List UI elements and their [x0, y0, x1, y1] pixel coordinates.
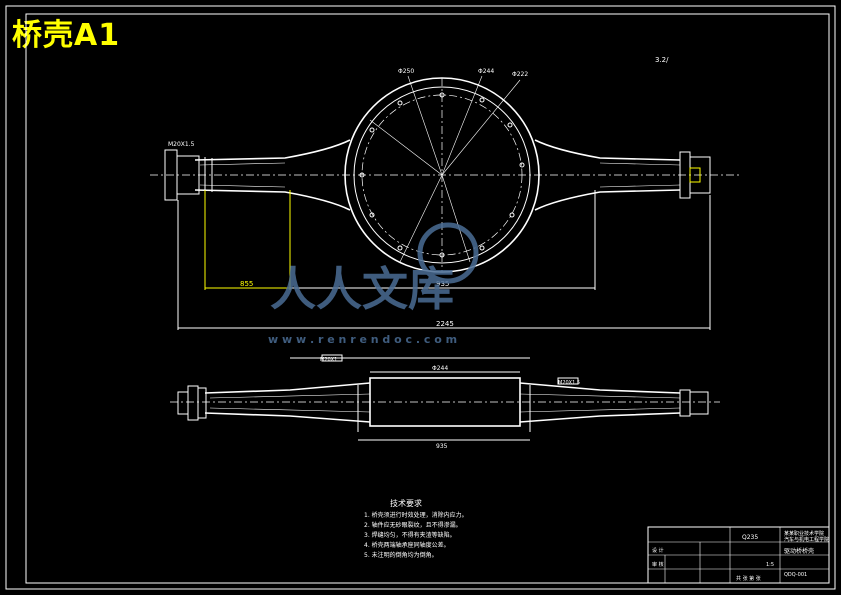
radial-line: [369, 119, 443, 176]
tech-requirements: 技术要求 1. 桥壳须进行时效处理，消除内应力。 2. 轴件应无砂眼裂纹，且不得…: [364, 498, 468, 559]
front-right-end: [689, 391, 709, 415]
inner-border: [25, 13, 830, 584]
title-block: Q235 某某职业技术学院 汽车与机电工程学院 驱动桥桥壳 QDQ-001 1:…: [647, 526, 830, 584]
dim-2245: 2245: [436, 320, 454, 328]
rect-width-dim: Φ244: [432, 365, 448, 372]
tech-item: 1. 桥壳须进行时效处理，消除内应力。: [364, 511, 468, 519]
part-name: 驱动桥桥壳: [784, 547, 814, 555]
school-line1: 某某职业技术学院: [784, 530, 824, 537]
dim-855: 855: [240, 280, 253, 288]
left-bearing-seat: [176, 155, 200, 195]
right-highlight: [689, 167, 701, 183]
scale: 1:5: [766, 562, 774, 568]
tech-item: 4. 桥壳两端轴承座同轴度公差。: [364, 541, 450, 549]
left-flange-label: M20X1.5: [168, 141, 195, 148]
top-view: 855 935 2245 Φ250 Φ244 Φ222 M20X1.5 3.2/: [150, 56, 740, 330]
radial-line: [407, 75, 443, 176]
tech-item: 5. 未注明的倒角均为倒角。: [364, 551, 438, 559]
tech-heading: 技术要求: [390, 498, 422, 508]
right-lower-label: M20X1.5: [558, 380, 580, 386]
radial-line: [441, 75, 483, 176]
scale-note: 3.2/: [655, 56, 669, 64]
bolt-holes: [359, 92, 525, 258]
radial-line: [441, 174, 471, 263]
tech-item: 2. 轴件应无砂眼裂纹，且不得渗漏。: [364, 521, 462, 529]
dim-d2: Φ244: [478, 68, 494, 75]
right-arm-upper: [534, 139, 681, 161]
radial-line: [441, 79, 521, 176]
tech-item: 3. 焊缝均匀，不得有夹渣等缺陷。: [364, 531, 456, 539]
bolt-circle: [361, 94, 523, 256]
rect-bottom-dim: 935: [436, 443, 448, 450]
designer: 设 计: [652, 547, 664, 554]
drawing-no: QDQ-001: [784, 572, 807, 578]
page-title: 桥壳A1: [12, 18, 121, 53]
watermark-url: w w w . r e n r e n d o c . c o m: [268, 333, 457, 346]
dim-d3: Φ222: [512, 71, 528, 78]
watermark-brand: 人人文库: [270, 262, 454, 316]
outer-border: [5, 5, 836, 590]
dim-d1: Φ250: [398, 68, 414, 75]
front-left-end: [177, 391, 189, 415]
checker: 审 核: [652, 561, 664, 568]
left-arm-upper: [194, 139, 351, 161]
material: Q235: [742, 534, 758, 541]
center-housing: [369, 377, 521, 427]
dim-935: 935: [436, 280, 449, 288]
front-view: Φ244 935 M20X1 M20X1.5: [170, 354, 720, 450]
watermark-logo-icon: [417, 222, 479, 284]
radial-line: [399, 174, 443, 263]
sheet: 共 张 第 张: [736, 575, 761, 582]
watermark: 人人文库 w w w . r e n r e n d o c . c o m: [268, 222, 479, 346]
right-arm-lower: [534, 189, 681, 211]
housing-inner-ring: [353, 86, 531, 264]
school-line2: 汽车与机电工程学院: [784, 536, 829, 543]
front-right-flange: [679, 389, 691, 417]
left-arm-lower: [194, 189, 351, 211]
left-lower-label: M20X1: [320, 357, 337, 363]
